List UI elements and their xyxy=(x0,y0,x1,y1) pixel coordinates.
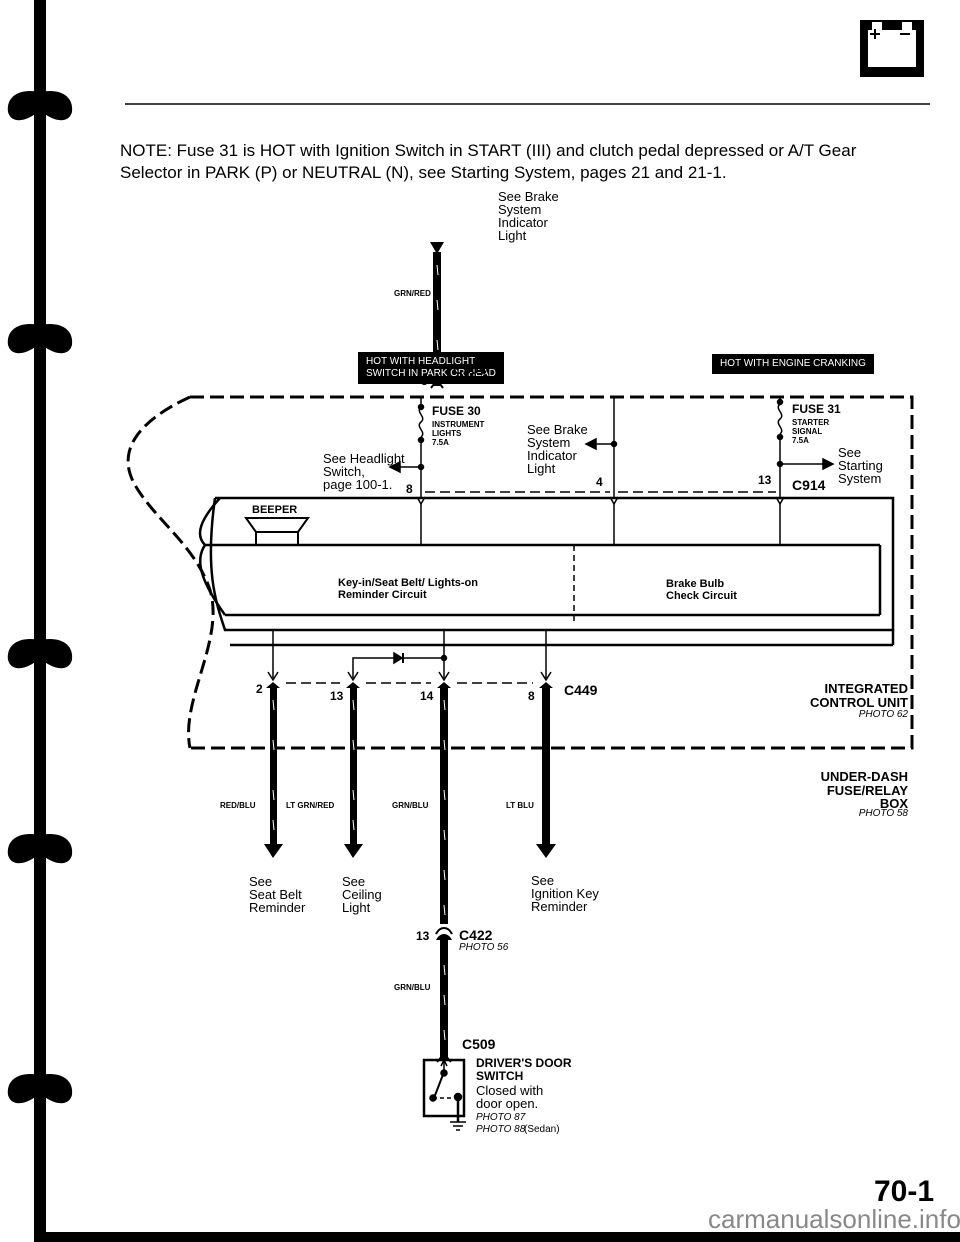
c449-pin-2: 2 xyxy=(256,682,263,696)
wire-label-lt-grn-red: LT GRN/RED xyxy=(286,801,335,810)
door-switch-photo2: PHOTO 88 xyxy=(476,1124,526,1135)
circuit-left-label: Key-in/Seat Belt/ Lights-on Reminder Cir… xyxy=(338,577,478,601)
icu-body xyxy=(198,496,895,632)
c504-label: C504 xyxy=(453,361,487,377)
ref-ignition-key: See Ignition Key Reminder xyxy=(531,873,599,914)
icu-leads xyxy=(267,630,552,684)
door-switch-photo2-note: (Sedan) xyxy=(524,1124,560,1135)
fuse31-symbol xyxy=(775,397,835,506)
battery-icon xyxy=(860,20,924,77)
c449-pin-14: 14 xyxy=(420,689,434,703)
door-switch-photo1: PHOTO 87 xyxy=(476,1112,526,1123)
c509-label: C509 xyxy=(462,1036,496,1052)
wire-lt-grn-red xyxy=(344,682,363,858)
wire-lt-blu xyxy=(536,682,556,858)
hot-cranking-label: HOT WITH ENGINE CRANKING xyxy=(712,354,874,374)
c449-label: C449 xyxy=(564,682,598,698)
wire-stripes xyxy=(272,699,446,1041)
fuse30-symbol xyxy=(388,397,426,506)
fuse30-pin: 8 xyxy=(406,482,413,496)
wire-label-grn-red: GRN/RED xyxy=(394,289,431,298)
binder-spine xyxy=(7,0,73,1242)
fusebox-outline xyxy=(126,395,914,750)
brake-mid-wire xyxy=(584,397,619,506)
page-number: 70-1 xyxy=(874,1175,935,1208)
fusebox-name: UNDER-DASH FUSE/RELAY BOX xyxy=(820,769,908,812)
hot-headlight-label: HOT WITH HEADLIGHT SWITCH IN PARK OR HEA… xyxy=(358,352,504,384)
fuse30-label: FUSE 30 xyxy=(432,404,481,418)
note-text: NOTE: Fuse 31 is HOT with Ignition Switc… xyxy=(120,141,857,182)
ref-seat-belt: See Seat Belt Reminder xyxy=(249,874,306,915)
c504-pin: 5 xyxy=(421,374,428,388)
door-switch-icon xyxy=(422,1058,466,1131)
c449-pin-8: 8 xyxy=(528,689,535,703)
beeper-icon xyxy=(244,517,310,546)
ref-brake-mid: See Brake System Indicator Light xyxy=(527,422,588,476)
circuit-right-label: Brake Bulb Check Circuit xyxy=(666,578,737,602)
fuse31-label: FUSE 31 xyxy=(792,402,841,416)
c504-photo: PHOTO 62 xyxy=(453,376,503,387)
door-switch-desc: Closed with door open. xyxy=(476,1083,544,1111)
wire-red-blu xyxy=(264,682,283,858)
wire-label-lt-blu: LT BLU xyxy=(506,801,534,810)
watermark: carmanualsonline.info xyxy=(708,1204,960,1234)
door-switch-title: DRIVER'S DOOR SWITCH xyxy=(476,1056,572,1083)
fusebox-photo: PHOTO 58 xyxy=(858,808,908,819)
c914-label: C914 xyxy=(792,477,826,493)
icu-photo: PHOTO 62 xyxy=(858,709,908,720)
ref-brake-top: See Brake System Indicator Light xyxy=(498,189,559,243)
wire-label-red-blu: RED/BLU xyxy=(220,801,256,810)
icu-name: INTEGRATED CONTROL UNIT xyxy=(810,681,908,710)
c422-label: C422 xyxy=(459,927,493,943)
fuse31-desc: STARTER SIGNAL 7.5A xyxy=(792,418,830,445)
brake-pin: 4 xyxy=(596,475,603,489)
c914-pin: 13 xyxy=(758,473,772,487)
ref-headlight: See Headlight Switch, page 100-1. xyxy=(323,451,405,492)
c449-pin-13: 13 xyxy=(330,689,344,703)
ref-starting: See Starting System xyxy=(838,445,883,486)
fuse30-desc: INSTRUMENT LIGHTS 7.5A xyxy=(432,420,485,447)
wire-label-grn-blu-lower: GRN/BLU xyxy=(394,983,431,992)
wire-label-grn-blu: GRN/BLU xyxy=(392,801,429,810)
c422-photo: PHOTO 56 xyxy=(459,942,509,953)
beeper-label: BEEPER xyxy=(252,504,298,516)
ref-ceiling: See Ceiling Light xyxy=(342,874,382,915)
footer-rule xyxy=(40,1232,960,1242)
c422-pin: 13 xyxy=(416,929,430,943)
